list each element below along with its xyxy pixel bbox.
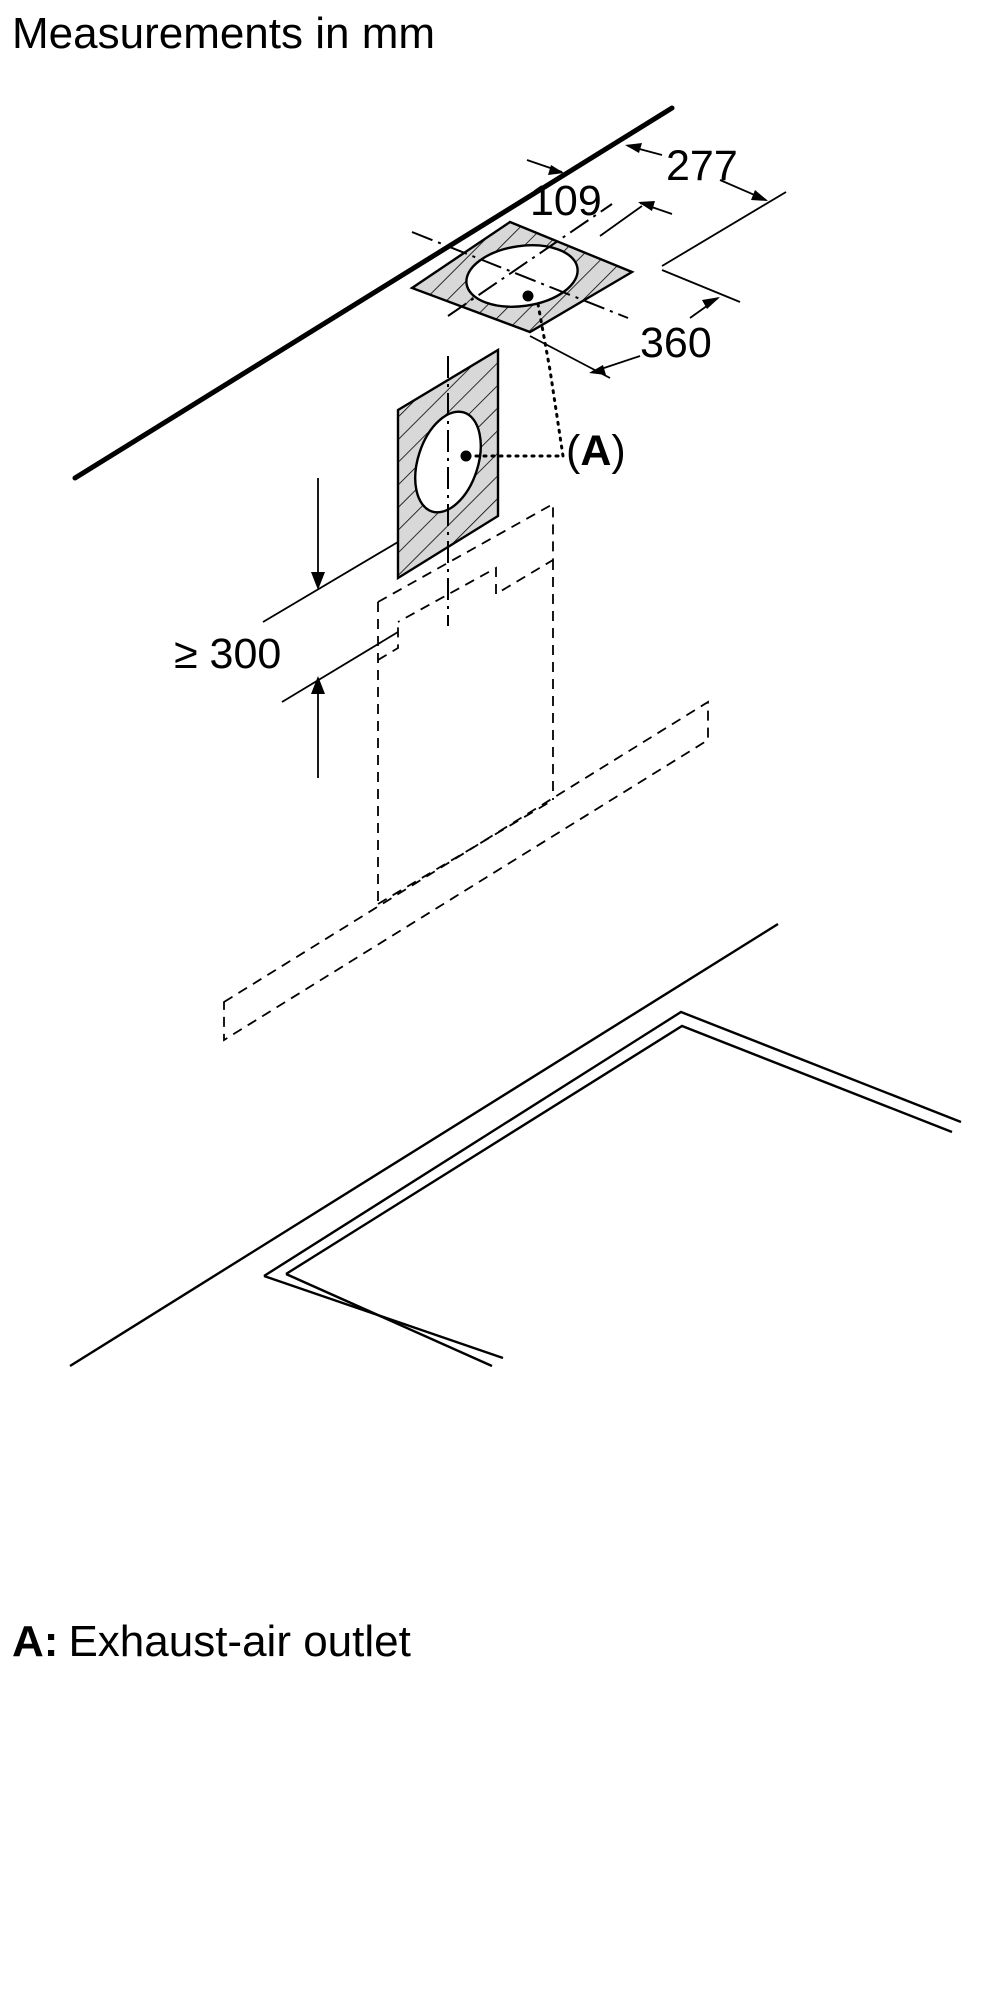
dim-109-arrowhead-2 (638, 201, 655, 211)
callout-a: (A) (566, 427, 626, 475)
page-title: Measurements in mm (12, 9, 435, 58)
hood-outline (223, 502, 709, 1042)
dim-277-arrowhead-2 (751, 190, 768, 201)
legend-text: Exhaust-air outlet (68, 1617, 410, 1666)
ceiling-outlet-center-dot (522, 290, 534, 302)
ceiling-centerline-b (447, 203, 613, 317)
worktop (69, 922, 962, 1368)
ceiling-centerline-a (411, 231, 629, 319)
legend-a: A:Exhaust-air outlet (12, 1617, 411, 1666)
hood-chimney-top (377, 502, 554, 623)
dimension-360: 360 (529, 269, 741, 379)
callout-close: ) (611, 427, 625, 475)
dim-300-label: ≥ 300 (174, 630, 281, 678)
callout-leader-ceiling (536, 302, 565, 458)
hob-front-inner (285, 1272, 493, 1368)
callout-open: ( (566, 427, 581, 475)
wall-cutout (396, 347, 500, 626)
dimension-277: 277 (625, 142, 787, 267)
legend-key: A: (12, 1617, 58, 1666)
dim-109-label: 109 (530, 177, 602, 225)
dim-109-extension (599, 205, 643, 237)
dimension-min-300: ≥ 300 (174, 478, 399, 778)
dim-277-extension (661, 191, 787, 267)
dim-300-extension-bottom (281, 631, 399, 703)
dim-300-arrowhead-bottom (311, 676, 325, 694)
dim-300-extension-top (262, 541, 399, 623)
dim-360-extension-top (661, 269, 741, 303)
dim-360-extension-bottom (529, 335, 611, 379)
wall-outlet-center-dot (460, 450, 472, 462)
worktop-edge (69, 922, 779, 1368)
dim-277-arrowhead (625, 143, 642, 153)
wall-ceiling-edge (72, 105, 675, 481)
dim-109-arrowhead (548, 165, 564, 175)
dimension-109: 109 (526, 159, 673, 237)
ceiling-cutout (409, 203, 635, 334)
dim-360-label: 360 (640, 319, 712, 367)
dim-300-arrowhead-top (311, 572, 325, 590)
hob-outline-inner (285, 1024, 953, 1276)
callout-letter: A (580, 427, 611, 475)
hob-outline-outer (263, 1010, 962, 1278)
dim-360-arrowhead-2 (589, 365, 606, 375)
wall-outlet-opening (414, 410, 482, 514)
dim-360-arrowhead (702, 297, 720, 309)
hood-chimney-step (377, 622, 399, 661)
hood-body (223, 700, 709, 1042)
